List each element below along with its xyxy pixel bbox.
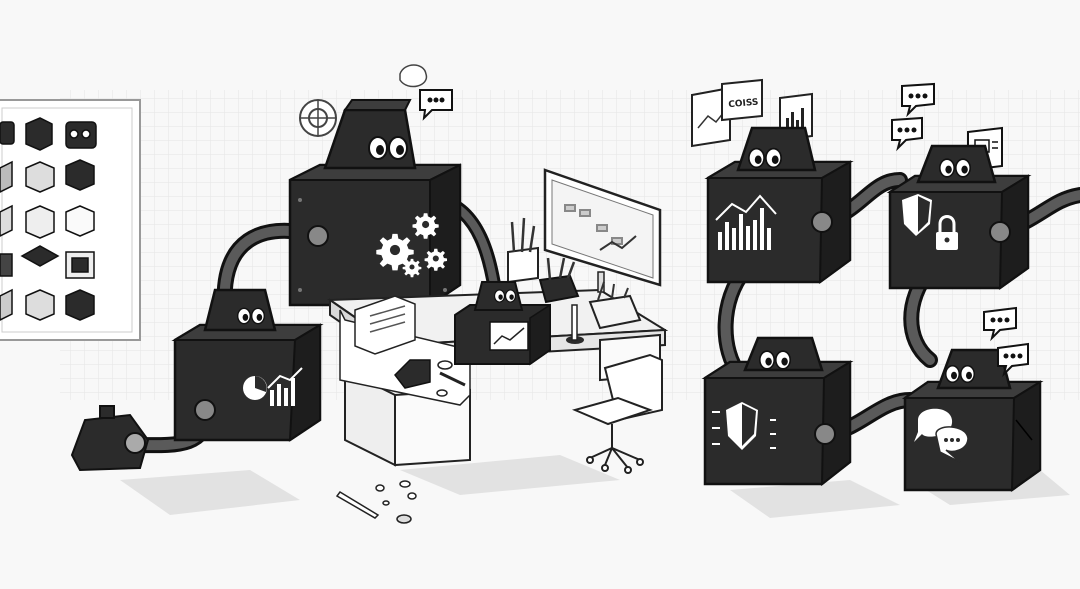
lock-icon <box>936 215 958 250</box>
robot-shield <box>701 336 854 487</box>
floor-plug <box>70 405 150 472</box>
floating-chat-icon <box>399 64 453 121</box>
board-cube-icons <box>0 117 97 321</box>
line-chart-icon <box>715 194 777 250</box>
speech-bubbles-icon <box>914 408 969 463</box>
pie-chart-icon <box>243 376 267 400</box>
office-chair <box>571 353 663 474</box>
floating-chat-icons-bottom <box>983 306 1029 378</box>
robot-security-lock <box>886 144 1032 290</box>
robot-chat <box>901 348 1044 492</box>
icon-board <box>0 99 141 341</box>
bar-chart-icon <box>267 367 303 406</box>
board-label: COISS <box>728 98 759 111</box>
robot-chart-left <box>171 288 324 442</box>
shield-icon <box>726 402 758 450</box>
robot-gears <box>288 99 462 307</box>
floating-gear-icon <box>299 99 337 137</box>
robot-desk-small <box>454 281 551 366</box>
pencil-cups <box>507 217 642 330</box>
floor-items <box>335 480 417 524</box>
shield-icon <box>902 194 932 236</box>
robot-analytics <box>704 126 854 285</box>
monitor <box>543 168 662 293</box>
